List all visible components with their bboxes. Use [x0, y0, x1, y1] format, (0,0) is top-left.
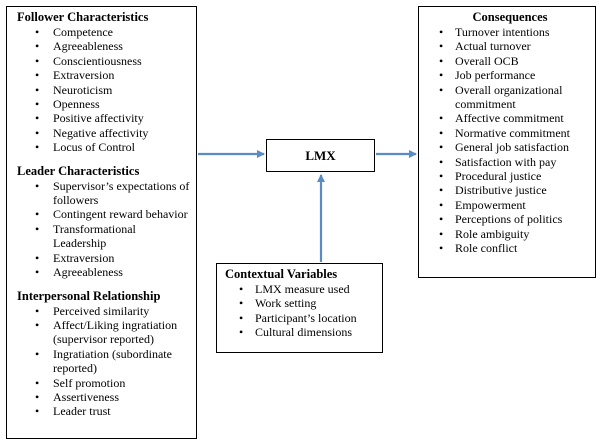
consequences-list: Turnover intentions Actual turnover Over…	[429, 25, 591, 256]
list-item: Assertiveness	[17, 390, 192, 405]
list-item: Neuroticism	[17, 83, 192, 98]
list-item: Overall organizational commitment	[429, 83, 591, 112]
list-item: Cultural dimensions	[225, 325, 378, 340]
list-item: Perceptions of politics	[429, 212, 591, 227]
list-item: General job satisfaction	[429, 140, 591, 155]
list-item: Perceived similarity	[17, 304, 192, 319]
list-item: Competence	[17, 25, 192, 40]
list-item: Role ambiguity	[429, 227, 591, 242]
contextual-variables-title: Contextual Variables	[225, 267, 338, 281]
follower-characteristics-list: Competence Agreeableness Conscientiousne…	[17, 25, 192, 155]
list-item: Overall OCB	[429, 54, 591, 69]
list-item: Affect/Liking ingratiation (supervisor r…	[17, 318, 192, 347]
list-item: Agreeableness	[17, 265, 192, 280]
list-item: Ingratiation (subordinate reported)	[17, 347, 192, 376]
list-item: Distributive justice	[429, 183, 591, 198]
list-item: Negative affectivity	[17, 126, 192, 141]
follower-characteristics-title: Follower Characteristics	[17, 10, 149, 24]
contextual-variables-list: LMX measure used Work setting Participan…	[225, 282, 378, 340]
list-item: Conscientiousness	[17, 54, 192, 69]
list-item: Role conflict	[429, 241, 591, 256]
list-item: Actual turnover	[429, 39, 591, 54]
list-item: Turnover intentions	[429, 25, 591, 40]
list-item: Procedural justice	[429, 169, 591, 184]
leader-characteristics-list: Supervisor’s expectations of followers C…	[17, 179, 192, 280]
list-item: Affective commitment	[429, 111, 591, 126]
list-item: Satisfaction with pay	[429, 155, 591, 170]
list-item: Leader trust	[17, 404, 192, 419]
lmx-box: LMX	[266, 139, 375, 172]
list-item: Empowerment	[429, 198, 591, 213]
list-item: LMX measure used	[225, 282, 378, 297]
list-item: Openness	[17, 97, 192, 112]
list-item: Transformational Leadership	[17, 222, 192, 251]
interpersonal-relationship-title: Interpersonal Relationship	[17, 288, 161, 303]
list-item: Extraversion	[17, 68, 192, 83]
interpersonal-relationship-list: Perceived similarity Affect/Liking ingra…	[17, 304, 192, 420]
lmx-label: LMX	[305, 147, 336, 163]
leader-characteristics-title: Leader Characteristics	[17, 163, 140, 178]
list-item: Participant’s location	[225, 311, 378, 326]
list-item: Supervisor’s expectations of followers	[17, 179, 192, 208]
list-item: Locus of Control	[17, 140, 192, 155]
list-item: Agreeableness	[17, 39, 192, 54]
list-item: Contingent reward behavior	[17, 207, 192, 222]
list-item: Positive affectivity	[17, 111, 192, 126]
consequences-title: Consequences	[472, 10, 548, 24]
list-item: Normative commitment	[429, 126, 591, 141]
consequences-box: Consequences Turnover intentions Actual …	[418, 6, 596, 278]
list-item: Extraversion	[17, 251, 192, 266]
antecedents-box: Follower Characteristics Competence Agre…	[6, 6, 197, 439]
list-item: Work setting	[225, 296, 378, 311]
list-item: Self promotion	[17, 376, 192, 391]
list-item: Job performance	[429, 68, 591, 83]
contextual-variables-box: Contextual Variables LMX measure used Wo…	[216, 263, 383, 353]
